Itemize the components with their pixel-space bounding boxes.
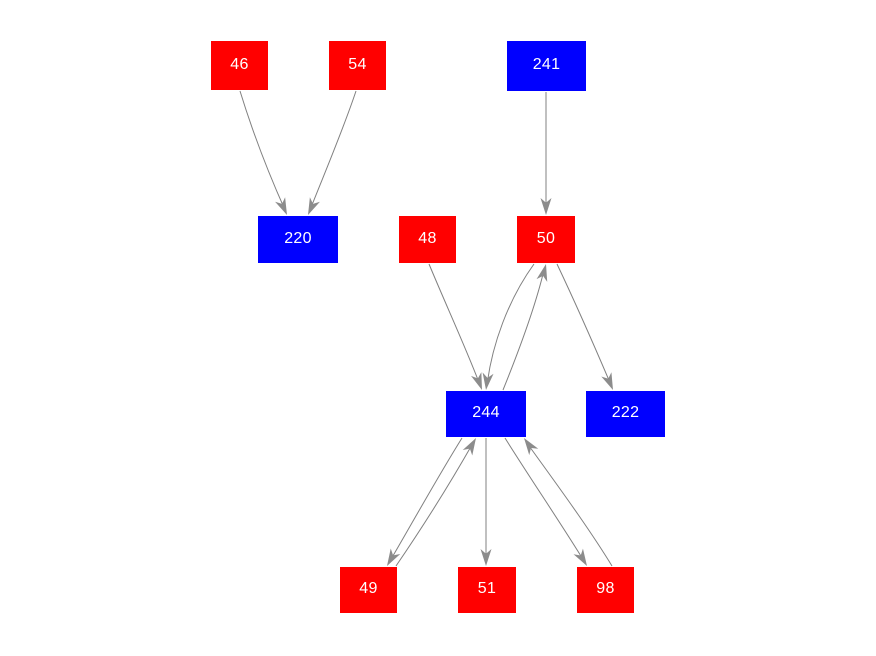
edge-arrowhead (524, 438, 539, 456)
graph-node[interactable]: 244 (446, 391, 526, 437)
graph-edge (556, 263, 613, 390)
graph-edge (395, 438, 476, 567)
graph-edge (428, 263, 482, 390)
graph-node-label: 49 (359, 580, 378, 597)
graph-node[interactable]: 98 (577, 567, 634, 613)
edge-line (556, 263, 612, 386)
edge-line (395, 442, 474, 567)
edge-line (526, 442, 613, 567)
graph-node[interactable]: 220 (258, 216, 338, 263)
edge-arrowhead (540, 198, 552, 215)
edge-arrowhead (308, 197, 320, 215)
graph-edge (524, 438, 613, 567)
edge-arrowhead (482, 372, 494, 390)
edge-arrowhead (462, 438, 476, 456)
graph-edge (387, 437, 463, 566)
edge-arrowhead (275, 197, 287, 215)
graph-node[interactable]: 222 (586, 391, 665, 437)
edge-arrowhead (480, 549, 492, 566)
graph-node[interactable]: 50 (517, 216, 575, 263)
edge-arrowhead (387, 548, 401, 566)
edge-line (486, 263, 535, 386)
graph-node[interactable]: 48 (399, 216, 456, 263)
edge-line (239, 90, 286, 211)
graph-node[interactable]: 54 (329, 41, 386, 90)
graph-node-label: 51 (477, 580, 497, 597)
graph-node-label: 222 (611, 404, 640, 421)
graph-node[interactable]: 51 (458, 567, 516, 613)
graph-edge (540, 92, 552, 215)
graph-edge (482, 263, 535, 390)
graph-node-label: 46 (230, 55, 249, 73)
graph-node[interactable]: 49 (340, 567, 397, 613)
graph-edge (502, 264, 548, 391)
graph-node[interactable]: 46 (211, 41, 268, 90)
graph-node-label: 48 (418, 229, 437, 247)
edge-line (504, 437, 585, 562)
edge-line (428, 263, 481, 386)
edge-arrowhead (573, 548, 587, 566)
graph-edge (308, 90, 357, 215)
graph-node-label: 241 (532, 56, 561, 73)
graph-edge (504, 437, 587, 566)
graph-edge (480, 438, 492, 566)
graph-node-label: 50 (536, 229, 556, 247)
graph-edge (239, 90, 287, 215)
edge-arrowhead (536, 264, 548, 282)
edge-line (502, 269, 545, 391)
graph-node-label: 98 (596, 580, 615, 597)
edge-arrowhead (471, 372, 482, 390)
graph-node-label: 220 (284, 229, 312, 247)
edge-arrowhead (601, 372, 613, 390)
edge-line (309, 90, 357, 211)
graph-node-label: 244 (472, 404, 500, 421)
graph-node-label: 54 (348, 55, 367, 73)
graph-node[interactable]: 241 (507, 41, 586, 91)
edge-line (389, 437, 463, 562)
